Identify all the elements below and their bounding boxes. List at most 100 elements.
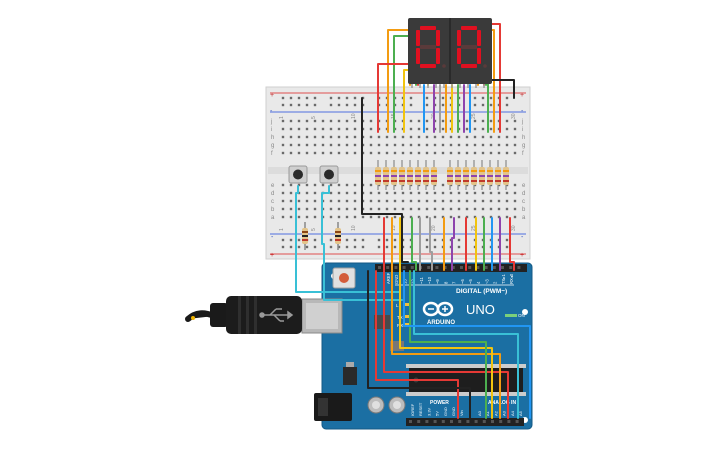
- resistor-band: [383, 180, 389, 182]
- resistor-band: [447, 175, 453, 177]
- breadboard-rail-hole: [353, 245, 357, 249]
- seven-segment-display[interactable]: 0 0: [0, 0, 492, 88]
- header-hole: [394, 266, 398, 269]
- push-button-left[interactable]: [288, 165, 308, 184]
- rail-plus-label-bottom-left: +: [270, 252, 274, 259]
- breadboard-hole: [505, 143, 509, 147]
- wire-button-right[interactable]: [321, 185, 403, 301]
- breadboard-hole: [465, 135, 469, 139]
- wire-pin-6[interactable]: [451, 217, 455, 271]
- breadboard-hole: [473, 127, 477, 131]
- breadboard-hole: [297, 215, 301, 219]
- breadboard-hole: [433, 151, 437, 155]
- breadboard-hole: [393, 151, 397, 155]
- usb-cable-end-mark: [191, 316, 195, 320]
- breadboard-hole: [329, 183, 333, 187]
- push-button-right-cap[interactable]: [324, 169, 334, 180]
- power-jack-opening: [318, 398, 328, 416]
- breadboard-hole: [337, 127, 341, 131]
- pulldown-resistor-right[interactable]: [335, 222, 341, 250]
- wire-analog-a0[interactable]: [403, 270, 531, 419]
- wire-pin-10[interactable]: [411, 217, 417, 271]
- breadboard-hole: [457, 199, 461, 203]
- breadboard-hole: [417, 191, 421, 195]
- breadboard-hole: [473, 199, 477, 203]
- resistor-band: [335, 231, 341, 233]
- breadboard-rail-hole: [377, 238, 381, 242]
- column-number: 5: [311, 228, 317, 231]
- resistor-band: [335, 235, 341, 237]
- breadboard-hole: [353, 143, 357, 147]
- breadboard-hole: [481, 119, 485, 123]
- breadboard-hole: [297, 127, 301, 131]
- row-letter: j: [521, 119, 523, 125]
- analog-pin-label: A3: [502, 410, 507, 416]
- wire-gnd-bottom[interactable]: [367, 270, 471, 419]
- wire-analog-a1[interactable]: [413, 270, 519, 419]
- breadboard-rail-hole: [489, 103, 493, 107]
- pulldown-resistor-left[interactable]: [302, 222, 308, 250]
- wire-analog-a3[interactable]: [399, 270, 493, 419]
- breadboard-hole: [489, 143, 493, 147]
- column-number: 1: [279, 116, 285, 119]
- header-hole: [507, 420, 511, 423]
- push-button-right[interactable]: [319, 165, 339, 184]
- breadboard-hole: [385, 199, 389, 203]
- breadboard-hole: [289, 151, 293, 155]
- wire-analog-a2[interactable]: [409, 270, 487, 419]
- mounting-hole: [522, 309, 528, 315]
- resistor-band: [495, 180, 501, 182]
- breadboard-hole: [505, 127, 509, 131]
- breadboard-hole: [497, 151, 501, 155]
- wire-button-left[interactable]: [295, 185, 401, 293]
- breadboard-hole: [369, 135, 373, 139]
- breadboard-hole: [409, 207, 413, 211]
- resistor-band: [407, 180, 413, 182]
- wire-analog-a5[interactable]: [383, 270, 509, 419]
- breadboard-hole: [433, 207, 437, 211]
- push-button-left-cap[interactable]: [293, 169, 303, 180]
- breadboard-hole: [289, 207, 293, 211]
- wire-5v[interactable]: [375, 270, 459, 419]
- breadboard-hole: [369, 143, 373, 147]
- display-pins: [411, 84, 485, 88]
- resistor-band: [447, 180, 453, 182]
- breadboard-hole: [313, 183, 317, 187]
- breadboard-rail-hole: [329, 96, 333, 100]
- breadboard-hole: [377, 215, 381, 219]
- breadboard-hole: [297, 135, 301, 139]
- breadboard-hole: [329, 151, 333, 155]
- breadboard-hole: [417, 135, 421, 139]
- wire-analog-a4[interactable]: [391, 270, 501, 419]
- header-hole: [499, 420, 503, 423]
- reset-button-cap[interactable]: [339, 273, 349, 283]
- wire-pin-8[interactable]: [429, 217, 433, 271]
- breadboard-hole: [305, 151, 309, 155]
- power-label: POWER: [430, 400, 449, 406]
- breadboard-hole: [329, 127, 333, 131]
- breadboard-hole: [409, 127, 413, 131]
- segment-resistor-array[interactable]: [375, 160, 509, 190]
- breadboard-hole: [409, 151, 413, 155]
- row-letter: e: [522, 183, 526, 189]
- on-label: ON: [518, 313, 525, 318]
- digit-2-segment-f: [457, 30, 461, 46]
- breadboard-hole: [281, 119, 285, 123]
- breadboard-hole: [473, 143, 477, 147]
- wire-pin-0[interactable]: [509, 217, 515, 271]
- breadboard-hole: [505, 135, 509, 139]
- wire-gnd[interactable]: [361, 97, 409, 263]
- usb-cable[interactable]: [185, 296, 302, 334]
- breadboard-hole: [489, 119, 493, 123]
- wire-display-gnd[interactable]: [489, 79, 515, 99]
- resistor-band: [455, 170, 461, 172]
- breadboard-rail-hole: [433, 245, 437, 249]
- header-hole: [484, 266, 488, 269]
- breadboard-hole: [393, 207, 397, 211]
- breadboard-hole: [417, 207, 421, 211]
- breadboard-hole: [353, 119, 357, 123]
